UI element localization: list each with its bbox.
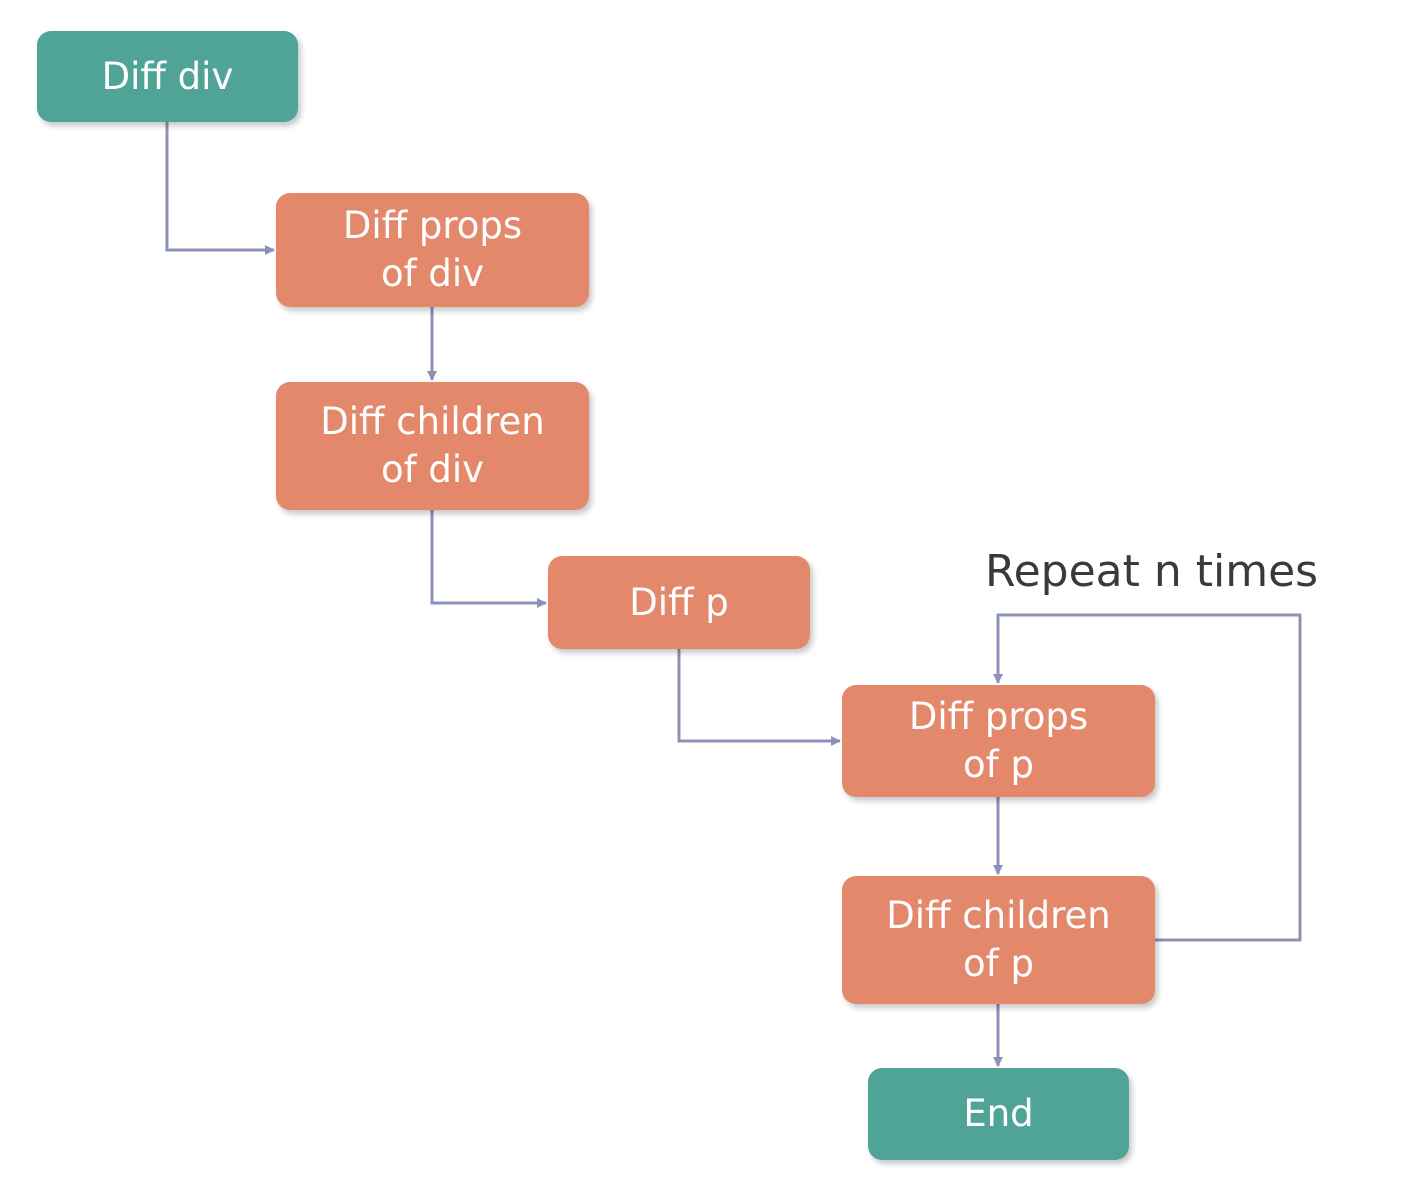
repeat-loop-label: Repeat n times [985, 546, 1319, 597]
end-node: End [868, 1068, 1129, 1160]
edge-children-div-to-diff-p [430, 510, 547, 608]
edge-loop-back [993, 613, 1302, 942]
edge-diff-p-to-props-p [677, 649, 841, 746]
start-node: Diff div [37, 31, 298, 122]
diff-props-of-p-node: Diff props of p [842, 685, 1155, 797]
edge-start-to-props-div [165, 122, 275, 255]
diff-children-of-p-node: Diff children of p [842, 876, 1155, 1004]
diff-props-of-div-node: Diff props of div [276, 193, 589, 307]
diff-children-of-div-node: Diff children of div [276, 382, 589, 510]
diff-p-node: Diff p [548, 556, 810, 649]
